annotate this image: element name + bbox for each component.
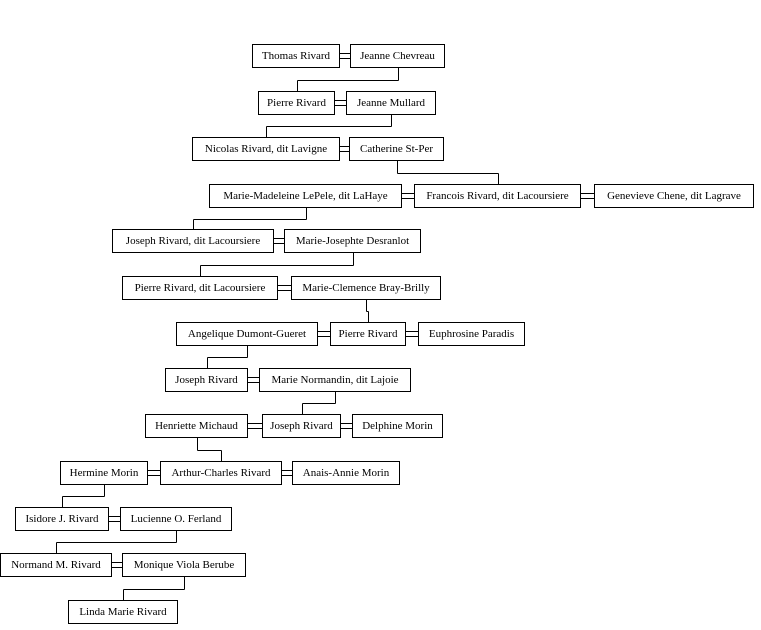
person-isidore-rivard[interactable]: Isidore J. Rivard (15, 507, 109, 531)
person-nicolas-rivard[interactable]: Nicolas Rivard, dit Lavigne (192, 137, 340, 161)
person-joseph-rivard-2[interactable]: Joseph Rivard (165, 368, 248, 392)
person-marie-josephte-desranlot[interactable]: Marie-Josephte Desranlot (284, 229, 421, 253)
person-jeanne-mullard[interactable]: Jeanne Mullard (346, 91, 436, 115)
person-anais-annie-morin[interactable]: Anais-Annie Morin (292, 461, 400, 485)
person-euphrosine-paradis[interactable]: Euphrosine Paradis (418, 322, 525, 346)
person-delphine-morin[interactable]: Delphine Morin (352, 414, 443, 438)
person-angelique-dumont-gueret[interactable]: Angelique Dumont-Gueret (176, 322, 318, 346)
person-pierre-rivard-2[interactable]: Pierre Rivard, dit Lacoursiere (122, 276, 278, 300)
person-hermine-morin[interactable]: Hermine Morin (60, 461, 148, 485)
person-normand-rivard[interactable]: Normand M. Rivard (0, 553, 112, 577)
person-joseph-rivard-3[interactable]: Joseph Rivard (262, 414, 341, 438)
person-marie-clemence-bray-brilly[interactable]: Marie-Clemence Bray-Brilly (291, 276, 441, 300)
person-henriette-michaud[interactable]: Henriette Michaud (145, 414, 248, 438)
person-pierre-rivard-1[interactable]: Pierre Rivard (258, 91, 335, 115)
person-pierre-rivard-3[interactable]: Pierre Rivard (330, 322, 406, 346)
person-marie-madeleine-lepele[interactable]: Marie-Madeleine LePele, dit LaHaye (209, 184, 402, 208)
person-thomas-rivard[interactable]: Thomas Rivard (252, 44, 340, 68)
person-linda-rivard[interactable]: Linda Marie Rivard (68, 600, 178, 624)
person-monique-berube[interactable]: Monique Viola Berube (122, 553, 246, 577)
person-lucienne-ferland[interactable]: Lucienne O. Ferland (120, 507, 232, 531)
person-jeanne-chevreau[interactable]: Jeanne Chevreau (350, 44, 445, 68)
person-arthur-charles-rivard[interactable]: Arthur-Charles Rivard (160, 461, 282, 485)
person-catherine-st-per[interactable]: Catherine St-Per (349, 137, 444, 161)
person-joseph-rivard-1[interactable]: Joseph Rivard, dit Lacoursiere (112, 229, 274, 253)
person-marie-normandin[interactable]: Marie Normandin, dit Lajoie (259, 368, 411, 392)
person-genevieve-chene[interactable]: Genevieve Chene, dit Lagrave (594, 184, 754, 208)
person-francois-rivard[interactable]: Francois Rivard, dit Lacoursiere (414, 184, 581, 208)
